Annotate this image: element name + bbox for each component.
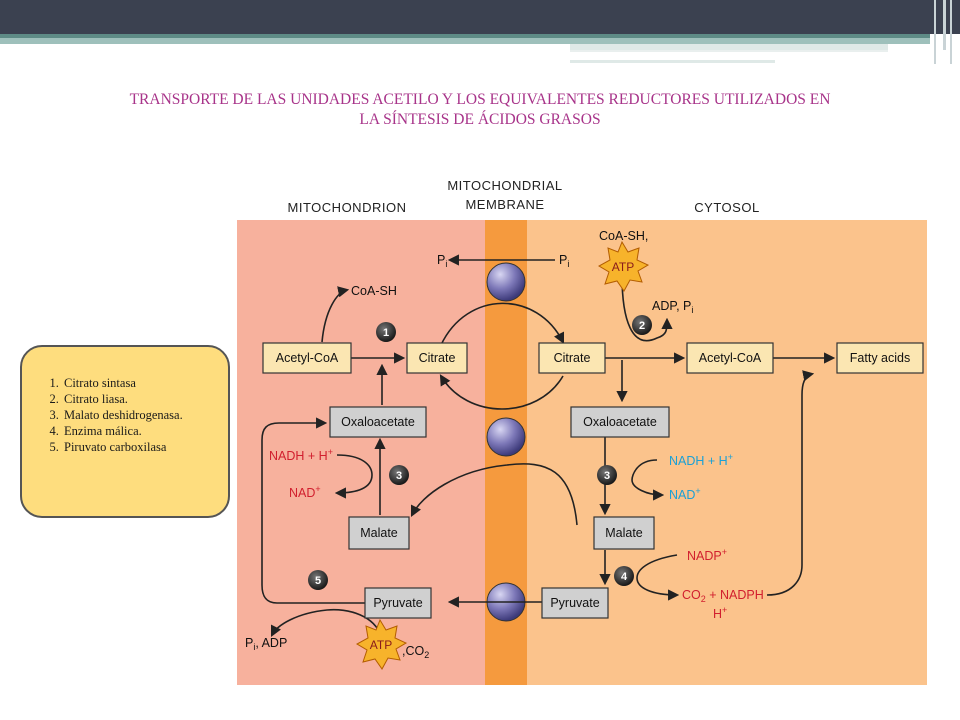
arrow [270, 608, 383, 641]
step-number: 2 [639, 320, 645, 332]
label-pyruvate-mito: Pyruvate [373, 596, 422, 610]
label-oxaloacetate-mito: Oxaloacetate [341, 415, 415, 429]
arrow [410, 463, 578, 526]
label-oxaloacetate-cyto: Oxaloacetate [583, 415, 657, 429]
decor-line [570, 50, 888, 52]
enzyme-item: Piruvato carboxilasa [62, 439, 220, 455]
step-marker [597, 465, 617, 485]
top-title-bar [0, 0, 960, 34]
label-acetyl-coa-cyto: Acetyl-CoA [699, 351, 762, 365]
box-acetyl-coa-mito [262, 342, 352, 374]
arrow [636, 554, 680, 601]
label-pyruvate-cyto: Pyruvate [550, 596, 599, 610]
pi-adp-bottom-label: Pi, ADP [245, 636, 287, 652]
slide-title-line-1: TRANSPORTE DE LAS UNIDADES ACETILO Y LOS… [129, 91, 831, 108]
decor-line [0, 38, 930, 44]
label-fatty-acids: Fatty acids [850, 351, 910, 365]
box-pyruvate-cyto [541, 587, 609, 619]
box-fatty-acids [836, 342, 924, 374]
enzyme-item: Citrato sintasa [62, 375, 220, 391]
label-citrate-cyto: Citrate [554, 351, 591, 365]
step-marker [389, 465, 409, 485]
step-number: 1 [383, 327, 389, 339]
arrow [334, 454, 373, 499]
transporter-sphere [486, 417, 526, 457]
box-citrate-cyto [538, 342, 606, 374]
nad-cyto-label: NAD+ [669, 486, 701, 502]
step-marker [632, 315, 652, 335]
atp-label: ATP [612, 260, 634, 274]
coa-sh-cyto-label: CoA-SH, [599, 229, 648, 243]
label-acetyl-coa-mito: Acetyl-CoA [276, 351, 339, 365]
box-oxaloacetate-cyto [570, 406, 670, 438]
step-number: 3 [396, 470, 402, 482]
enzyme-legend: Citrato sintasa Citrato liasa. Malato de… [20, 345, 230, 518]
step-marker [614, 566, 634, 586]
decor-line [570, 44, 888, 50]
coa-sh-mito-label: CoA-SH [351, 284, 397, 298]
atp-label: ATP [370, 638, 392, 652]
label-malate-cyto: Malate [605, 526, 643, 540]
h-plus-label: H+ [713, 605, 727, 621]
header-cytosol: CYTOSOL [694, 200, 759, 215]
mitochondrion-region [237, 220, 485, 685]
nadh-mito-label: NADH + H+ [269, 447, 333, 463]
step-number: 3 [604, 470, 610, 482]
slide-title: TRANSPORTE DE LAS UNIDADES ACETILO Y LOS… [40, 90, 920, 130]
box-acetyl-coa-cyto [686, 342, 774, 374]
box-oxaloacetate-mito [329, 406, 427, 438]
co2-nadph-label: CO2 + NADPH [682, 588, 764, 604]
step-number: 5 [315, 575, 321, 587]
step-number: 4 [621, 571, 628, 583]
header-membrane-2: MEMBRANE [465, 197, 544, 212]
co2-bottom-label: ,CO2 [402, 644, 429, 660]
transporter-sphere [486, 262, 526, 302]
atp-star-icon [597, 240, 650, 292]
label-malate-mito: Malate [360, 526, 398, 540]
nadh-cyto-label: NADH + H+ [669, 452, 733, 468]
box-malate-mito [348, 516, 410, 550]
nadp-label: NADP+ [687, 547, 727, 563]
enzyme-item: Citrato liasa. [62, 391, 220, 407]
arrow [439, 374, 564, 410]
arrow [261, 417, 365, 604]
box-citrate-mito [406, 342, 468, 374]
arrow [631, 459, 665, 501]
arrow [440, 302, 565, 346]
atp-star-icon [355, 618, 408, 670]
box-pyruvate-mito [364, 587, 432, 619]
decor-line [0, 34, 930, 38]
arrow [321, 286, 350, 343]
enzyme-list: Citrato sintasa Citrato liasa. Malato de… [22, 347, 228, 455]
pi-label-left: Pi [437, 253, 447, 269]
arrow [766, 370, 815, 596]
arrow [621, 274, 673, 342]
nad-mito-label: NAD+ [289, 484, 321, 500]
enzyme-item: Malato deshidrogenasa. [62, 407, 220, 423]
box-malate-cyto [593, 516, 655, 550]
label-citrate-mito: Citrate [419, 351, 456, 365]
metabolic-pathway-diagram: MITOCHONDRION MITOCHONDRIAL MEMBRANE CYT… [237, 178, 927, 685]
pi-label-right: Pi [559, 253, 569, 269]
decor-bars [934, 0, 952, 64]
decor-line [570, 60, 775, 63]
adp-pi-label: ADP, Pi [652, 299, 693, 315]
decor-bar [943, 0, 946, 50]
enzyme-item: Enzima málica. [62, 423, 220, 439]
header-membrane-1: MITOCHONDRIAL [447, 178, 562, 193]
step-marker [308, 570, 328, 590]
slide-title-line-2: LA SÍNTESIS DE ÁCIDOS GRASOS [359, 111, 601, 128]
header-mitochondrion: MITOCHONDRION [288, 200, 407, 215]
step-marker [376, 322, 396, 342]
